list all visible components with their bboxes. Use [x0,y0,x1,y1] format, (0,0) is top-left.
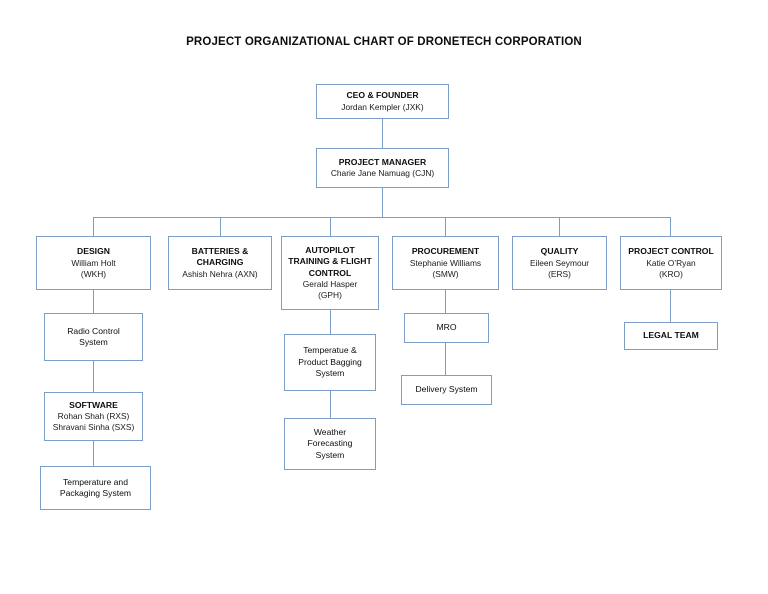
node-project-manager-subtitle: Charie Jane Namuag (CJN) [330,168,435,179]
connector-bus-design [93,217,94,236]
node-design[interactable]: DESIGN William Holt (WKH) [36,236,151,290]
connector-bagging-weather [330,391,331,418]
node-software-title: SOFTWARE [69,399,118,410]
node-quality-title: QUALITY [540,246,579,257]
node-procurement-title: PROCUREMENT [411,246,480,257]
connector-bus-project-control [670,217,671,236]
connector-autopilot-bagging [330,310,331,334]
node-ceo-title: CEO & FOUNDER [346,90,419,101]
connector-ceo-pm [382,119,383,148]
node-quality[interactable]: QUALITY Eileen Seymour (ERS) [512,236,607,290]
node-temperature-packaging-system-title: Temperature and Packaging System [59,476,132,498]
node-batteries-charging-subtitle: Ashish Nehra (AXN) [182,268,258,279]
connector-level2-bus [93,217,671,218]
node-autopilot[interactable]: AUTOPILOT TRAINING & FLIGHT CONTROL Gera… [281,236,379,310]
node-batteries-charging[interactable]: BATTERIES & CHARGING Ashish Nehra (AXN) [168,236,272,290]
connector-procurement-mro [445,290,446,313]
connector-bus-procurement [445,217,446,236]
node-quality-subtitle: Eileen Seymour (ERS) [529,257,590,279]
node-design-subtitle: William Holt (WKH) [71,257,116,279]
connector-pm-down [382,188,383,217]
node-weather-forecasting-system-title: Weather Forecasting System [307,426,353,460]
node-autopilot-title: AUTOPILOT TRAINING & FLIGHT CONTROL [288,244,372,278]
node-project-control-title: PROJECT CONTROL [628,246,714,257]
node-delivery-system[interactable]: Delivery System [401,375,492,405]
node-radio-control-system-title: Radio Control System [67,325,120,347]
node-delivery-system-title: Delivery System [415,384,478,395]
connector-design-radio [93,290,94,313]
node-temperature-packaging-system[interactable]: Temperature and Packaging System [40,466,151,510]
node-weather-forecasting-system[interactable]: Weather Forecasting System [284,418,376,470]
node-project-control-subtitle: Katie O’Ryan (KRO) [646,257,696,279]
node-mro-title: MRO [436,322,457,333]
node-procurement[interactable]: PROCUREMENT Stephanie Williams (SMW) [392,236,499,290]
connector-bus-quality [559,217,560,236]
connector-bus-autopilot [330,217,331,236]
node-radio-control-system[interactable]: Radio Control System [44,313,143,361]
node-project-manager[interactable]: PROJECT MANAGER Charie Jane Namuag (CJN) [316,148,449,188]
page-title: PROJECT ORGANIZATIONAL CHART OF DRONETEC… [186,36,582,48]
connector-mro-delivery [445,343,446,375]
node-temperature-product-bagging-system-title: Temperatue & Product Bagging System [298,345,362,379]
node-ceo-subtitle: Jordan Kempler (JXK) [341,101,424,112]
node-legal-team[interactable]: LEGAL TEAM [624,322,718,350]
node-temperature-product-bagging-system[interactable]: Temperatue & Product Bagging System [284,334,376,391]
connector-software-temp-packaging [93,441,94,466]
node-project-manager-title: PROJECT MANAGER [338,156,427,167]
node-procurement-subtitle: Stephanie Williams (SMW) [409,257,482,279]
node-design-title: DESIGN [77,246,110,257]
connector-radio-software [93,361,94,392]
node-software-subtitle: Rohan Shah (RXS) Shravani Sinha (SXS) [52,411,135,433]
node-software[interactable]: SOFTWARE Rohan Shah (RXS) Shravani Sinha… [44,392,143,441]
node-ceo[interactable]: CEO & FOUNDER Jordan Kempler (JXK) [316,84,449,119]
connector-bus-batteries [220,217,221,236]
node-batteries-charging-title: BATTERIES & CHARGING [191,246,249,268]
node-project-control[interactable]: PROJECT CONTROL Katie O’Ryan (KRO) [620,236,722,290]
node-autopilot-subtitle: Gerald Hasper (GPH) [302,278,358,301]
node-legal-team-title: LEGAL TEAM [643,330,699,341]
connector-project-control-legal [670,290,671,322]
node-mro[interactable]: MRO [404,313,489,343]
